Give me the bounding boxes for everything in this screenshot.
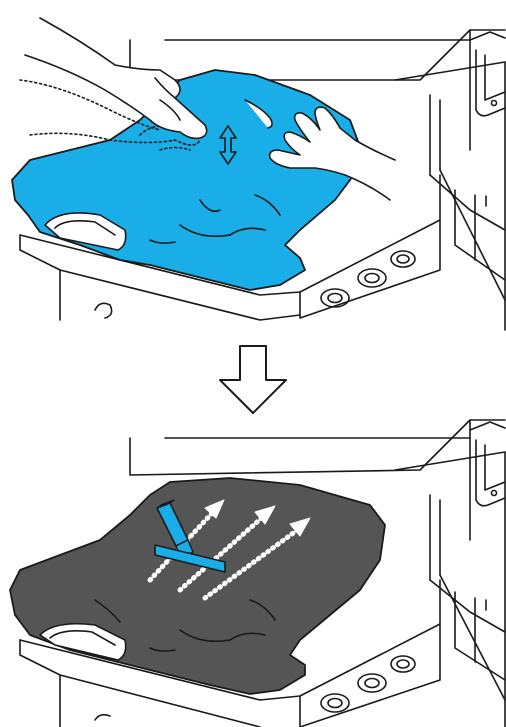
left-hand <box>25 18 207 138</box>
printer-buttons <box>321 251 415 307</box>
blue-tshirt <box>12 70 365 290</box>
control-panel <box>470 32 505 116</box>
dark-tshirt <box>10 478 385 694</box>
bottom-panel <box>10 420 505 727</box>
down-arrow-icon <box>220 346 286 413</box>
control-panel-2 <box>470 422 505 506</box>
top-panel <box>12 18 505 330</box>
